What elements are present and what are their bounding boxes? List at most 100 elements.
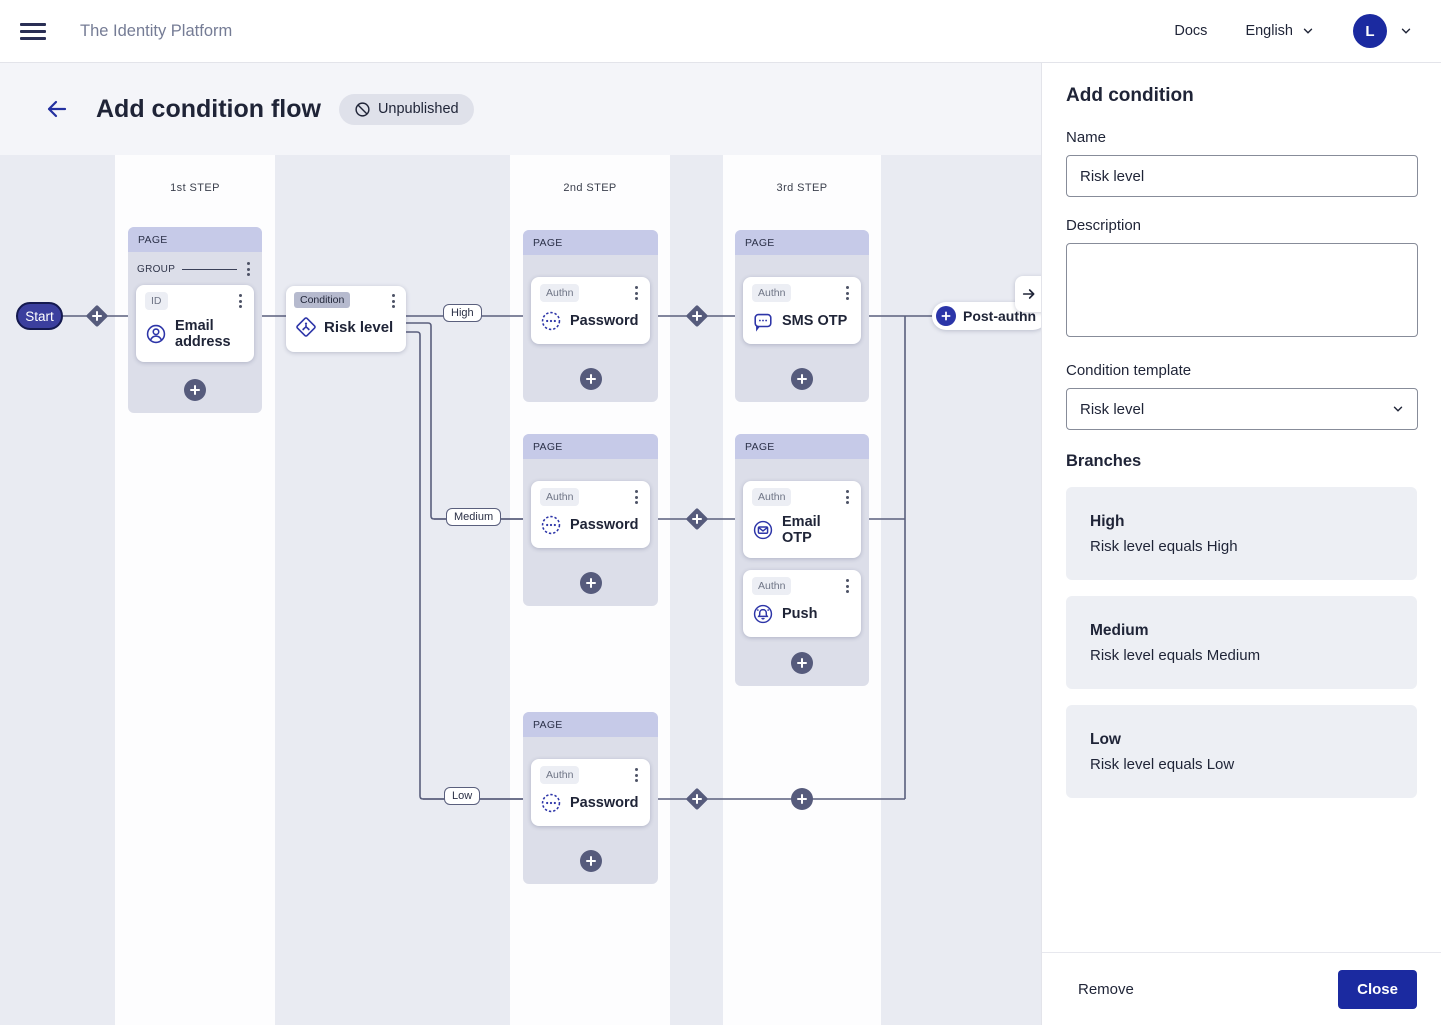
page-card-title: PAGE: [523, 230, 658, 255]
flow-editor: Add condition flow Unpublished 1st STEP …: [0, 63, 1041, 1025]
password-node[interactable]: Authn Password: [531, 277, 650, 344]
group-label: GROUP: [137, 263, 176, 275]
email-address-node[interactable]: ID Email address: [136, 285, 254, 362]
condition-chip: Condition: [294, 292, 351, 308]
plus-icon: [692, 794, 702, 804]
description-input[interactable]: [1066, 243, 1418, 337]
authn-chip: Authn: [752, 284, 792, 302]
remove-button[interactable]: Remove: [1078, 980, 1134, 998]
node-kebab-menu-icon[interactable]: [236, 292, 245, 310]
avatar[interactable]: L: [1353, 14, 1387, 48]
node-label: Password: [570, 795, 639, 811]
node-label: Email address: [175, 318, 231, 350]
node-label: Email OTP: [782, 514, 821, 546]
add-node-button-low-branch[interactable]: [791, 788, 813, 810]
chevron-down-icon: [1303, 28, 1313, 34]
password-icon: [541, 311, 561, 331]
branch-card-medium[interactable]: Medium Risk level equals Medium: [1066, 596, 1417, 689]
page-header: Add condition flow Unpublished: [0, 63, 1041, 155]
node-label: Password: [570, 313, 639, 329]
group-kebab-menu-icon[interactable]: [244, 260, 253, 278]
status-badge-label: Unpublished: [377, 101, 459, 117]
page-card-title: PAGE: [735, 434, 869, 459]
condition-label: Risk level: [324, 318, 394, 336]
chevron-down-icon: [1393, 406, 1403, 412]
step-label-3: 3rd STEP: [776, 182, 828, 194]
branches-title: Branches: [1066, 452, 1142, 470]
push-node[interactable]: Authn Push: [743, 570, 861, 637]
merge-diamond-medium[interactable]: [684, 506, 710, 532]
plus-icon: [585, 374, 596, 384]
description-label: Description: [1066, 217, 1142, 234]
node-kebab-menu-icon[interactable]: [632, 284, 641, 302]
edge-label-medium[interactable]: Medium: [446, 508, 502, 526]
post-authn-label: Post-authn: [963, 308, 1037, 324]
condition-template-label: Condition template: [1066, 362, 1192, 379]
page-card-title: PAGE: [523, 712, 658, 737]
add-step-diamond[interactable]: [84, 303, 110, 329]
close-button[interactable]: Close: [1338, 969, 1417, 1009]
start-node[interactable]: Start: [16, 302, 63, 330]
add-node-button[interactable]: [579, 368, 602, 390]
branch-rule: Risk level equals Low: [1090, 756, 1235, 773]
add-circle-icon: [936, 306, 956, 326]
page-title: Add condition flow: [96, 94, 321, 123]
branch-card-low[interactable]: Low Risk level equals Low: [1066, 705, 1417, 798]
language-selector[interactable]: English: [1245, 23, 1315, 39]
post-authn-node[interactable]: Post-authn: [932, 302, 1041, 330]
arrow-left-icon: [47, 100, 67, 118]
node-kebab-menu-icon[interactable]: [632, 766, 641, 784]
add-condition-panel: Add condition Name Description Condition…: [1041, 63, 1441, 1025]
panel-title: Add condition: [1066, 85, 1194, 106]
password-node[interactable]: Authn Password: [531, 759, 650, 826]
flow-end-widget[interactable]: [1015, 276, 1041, 312]
add-node-button[interactable]: [579, 850, 602, 872]
name-input[interactable]: [1066, 155, 1418, 197]
node-kebab-menu-icon[interactable]: [843, 284, 852, 302]
plus-icon: [797, 374, 807, 384]
email-otp-node[interactable]: Authn Email OTP: [743, 481, 861, 558]
group-row: GROUP: [136, 252, 254, 285]
condition-branch-icon: [296, 317, 316, 337]
plus-icon: [190, 385, 200, 395]
condition-template-value: Risk level: [1080, 400, 1145, 418]
step-label-2: 2nd STEP: [563, 182, 617, 194]
authn-chip: Authn: [540, 284, 580, 302]
flow-canvas[interactable]: 1st STEP 2nd STEP 3rd STEP Start PAGE: [0, 155, 1041, 1025]
step-label-1: 1st STEP: [170, 182, 220, 194]
sms-otp-node[interactable]: Authn SMS OTP: [743, 277, 861, 344]
condition-node-risk-level[interactable]: Condition Risk level: [286, 286, 406, 352]
add-node-button[interactable]: [791, 368, 813, 390]
unpublished-icon: [355, 101, 370, 117]
authn-chip: Authn: [752, 488, 792, 506]
node-kebab-menu-icon[interactable]: [632, 488, 641, 506]
page-card-title: PAGE: [735, 230, 869, 255]
id-chip: ID: [145, 292, 168, 310]
password-node[interactable]: Authn Password: [531, 481, 650, 548]
node-label: Push: [782, 606, 818, 622]
docs-link[interactable]: Docs: [1174, 23, 1208, 39]
page-card-title: PAGE: [128, 227, 262, 252]
add-node-button[interactable]: [579, 572, 602, 594]
arrow-right-icon: [1022, 289, 1035, 299]
push-notification-icon: [753, 604, 773, 624]
menu-icon[interactable]: [20, 22, 46, 40]
merge-diamond-high[interactable]: [684, 303, 710, 329]
page-card-title: PAGE: [523, 434, 658, 459]
merge-diamond-low[interactable]: [684, 786, 710, 812]
authn-chip: Authn: [540, 488, 580, 506]
edge-label-high[interactable]: High: [443, 304, 482, 322]
plus-icon: [797, 794, 807, 804]
add-node-button[interactable]: [184, 379, 206, 401]
condition-template-select[interactable]: Risk level: [1066, 388, 1418, 430]
language-label: English: [1245, 23, 1293, 39]
edge-label-low[interactable]: Low: [444, 787, 481, 805]
node-kebab-menu-icon[interactable]: [843, 488, 852, 506]
node-kebab-menu-icon[interactable]: [843, 577, 852, 595]
back-button[interactable]: [44, 96, 70, 122]
account-chevron-down-icon[interactable]: [1399, 24, 1413, 38]
add-node-button[interactable]: [791, 652, 813, 674]
branch-card-high[interactable]: High Risk level equals High: [1066, 487, 1417, 580]
top-bar: The Identity Platform Docs English L: [0, 0, 1441, 63]
condition-kebab-menu-icon[interactable]: [389, 292, 398, 310]
